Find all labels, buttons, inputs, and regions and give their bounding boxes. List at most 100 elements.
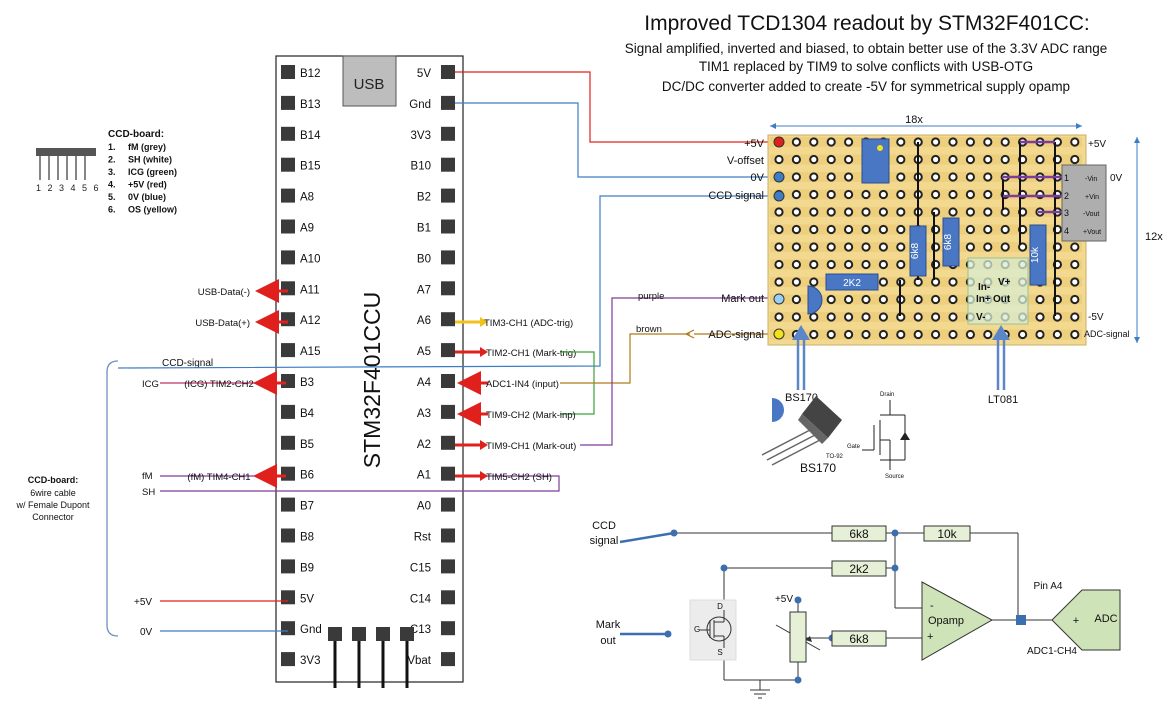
- mcu-pin-left: [281, 281, 295, 296]
- mcu-pin-label: C13: [410, 624, 431, 636]
- mcu-pin-left: [281, 590, 295, 605]
- subtitle-line-1: Signal amplified, inverted and biased, t…: [625, 41, 1108, 56]
- schematic-opamp: [921, 581, 994, 661]
- svg-text:+Vin: +Vin: [1085, 194, 1099, 201]
- mcu-pin-right: [441, 435, 455, 450]
- mcu-pin-label: Gnd: [409, 99, 431, 111]
- board-left-0v: 0V: [751, 172, 765, 184]
- usb-label: USB: [354, 76, 385, 93]
- ccd-item-number: 4.: [108, 180, 116, 190]
- mcu-pin-label: B0: [417, 253, 431, 265]
- board-left-adc: ADC-signal: [708, 329, 764, 341]
- board-left-voffset: V-offset: [727, 155, 764, 167]
- mcu-pin-label: A10: [300, 253, 320, 265]
- svg-text:In+: In+: [976, 294, 991, 305]
- svg-text:+: +: [1073, 615, 1079, 627]
- mcu-pin-label: B6: [300, 470, 314, 482]
- board-right-plus5v: +5V: [1088, 139, 1106, 150]
- bs170-label: BS170: [800, 461, 836, 475]
- mcu-pin-label: Vbat: [407, 655, 431, 667]
- wire-purple-label: purple: [638, 291, 664, 302]
- mcu-pin-left: [281, 188, 295, 203]
- mcu-pin-label: B15: [300, 161, 320, 173]
- board-left-plus5v: +5V: [744, 138, 765, 150]
- mcu-pin-label: B14: [300, 130, 321, 142]
- wire-brown-label: brown: [636, 324, 662, 335]
- svg-text:6k8: 6k8: [910, 243, 921, 260]
- mcu-pin-right: [441, 65, 455, 79]
- schematic-r4: 6k8: [849, 632, 869, 646]
- board-right-adc: ADC-signal: [1084, 329, 1130, 339]
- mcu-pin-label: B10: [411, 161, 431, 173]
- mcu-pin-right: [441, 157, 455, 172]
- mcu-pin-right: [441, 590, 455, 605]
- svg-text:ADC1-CH4: ADC1-CH4: [1027, 646, 1077, 657]
- icg-label: ICG: [142, 379, 159, 390]
- svg-text:S: S: [717, 648, 722, 657]
- mcu-pin-label: 5V: [300, 593, 314, 605]
- mcu-pin-right: [441, 188, 455, 203]
- ccd-item-number: 5.: [108, 192, 116, 202]
- mcu-pin-left: [281, 374, 295, 388]
- resistor-2k2: [825, 273, 879, 291]
- mcu-pin-label: C15: [410, 562, 431, 574]
- board-left-ccd: CCD signal: [708, 190, 764, 202]
- svg-text:D: D: [717, 602, 723, 611]
- fm-label: fM: [142, 471, 153, 482]
- mcu-pin-label: A7: [417, 284, 431, 296]
- mcu-pin-right: [441, 528, 455, 543]
- lt081-label: LT081: [988, 394, 1018, 406]
- mcu-pin-label: C14: [410, 593, 432, 605]
- ccd-item-text: OS (yellow): [128, 205, 177, 215]
- right-signals: TIM3-CH1 (ADC-trig) TIM2-CH1 (Mark-trig)…: [455, 71, 796, 483]
- tim2-ch1-label: TIM2-CH1 (Mark-trig): [486, 348, 576, 359]
- svg-text:Source: Source: [885, 474, 905, 480]
- svg-text:-Vin: -Vin: [1085, 176, 1097, 183]
- mcu-pin-label: Rst: [414, 532, 432, 544]
- svg-text:-Vout: -Vout: [1083, 211, 1099, 218]
- mcu-pin-left: [281, 343, 295, 358]
- mcu-pin-right: [441, 95, 455, 110]
- svg-text:Drain: Drain: [880, 392, 894, 398]
- mcu-pin-label: A15: [300, 346, 320, 358]
- mcu-pin-left: [281, 497, 295, 512]
- svg-text:Gate: Gate: [847, 444, 861, 450]
- svg-text:2K2: 2K2: [843, 278, 861, 289]
- mcu-pin-label: Gnd: [300, 624, 322, 636]
- mcu-pin-label: 5V: [417, 68, 431, 80]
- mcu-pin-label: A0: [417, 501, 431, 513]
- mcu-pin-right: [441, 652, 455, 667]
- mcu-pin-label: A8: [300, 192, 314, 204]
- mcu-pin-label: B13: [300, 99, 320, 111]
- cable-label-3: w/ Female Dupont: [15, 500, 90, 510]
- page-title: Improved TCD1304 readout by STM32F401CC:: [644, 12, 1090, 35]
- tim3-label: TIM3-CH1 (ADC-trig): [484, 318, 573, 329]
- mcu-pin-label: A1: [417, 470, 431, 482]
- mcu-pin-right: [441, 312, 455, 327]
- mcu-pin-label: B2: [417, 192, 431, 204]
- plus5v-left-label: +5V: [134, 597, 152, 608]
- subtitle-line-2: TIM1 replaced by TIM9 to solve conflicts…: [699, 59, 1033, 74]
- schematic-r3: 2k2: [849, 562, 869, 576]
- mcu-pin-right: [441, 343, 455, 358]
- ccd-item-text: SH (white): [128, 155, 172, 165]
- svg-text:-: -: [930, 600, 934, 612]
- board-height-label: 12x: [1145, 231, 1163, 243]
- opamp-schematic: CCD signal Mark out 6k8 10k 2k2 6k8 +5V …: [590, 520, 1121, 699]
- mcu-name: STM32F401CCU: [359, 292, 385, 468]
- mcu-pin-right: [441, 404, 455, 419]
- mcu-pin-label: A11: [300, 284, 320, 296]
- mcu-pin-left: [281, 559, 295, 574]
- schematic-mosfet: [689, 599, 737, 661]
- adc-in4-label: ADC1-IN4 (input): [486, 379, 559, 390]
- svg-text:V-: V-: [976, 312, 985, 323]
- usb-connector: [342, 55, 397, 107]
- svg-text:out: out: [600, 635, 615, 647]
- tim9-ch1-label: TIM9-CH1 (Mark-out): [486, 441, 576, 452]
- mcu-pin-left: [281, 95, 295, 110]
- schematic-adc: [1051, 589, 1121, 651]
- mcu-pin-label: 3V3: [411, 130, 431, 142]
- mcu-pin-right: [441, 559, 455, 574]
- svg-text:10k: 10k: [1030, 246, 1041, 263]
